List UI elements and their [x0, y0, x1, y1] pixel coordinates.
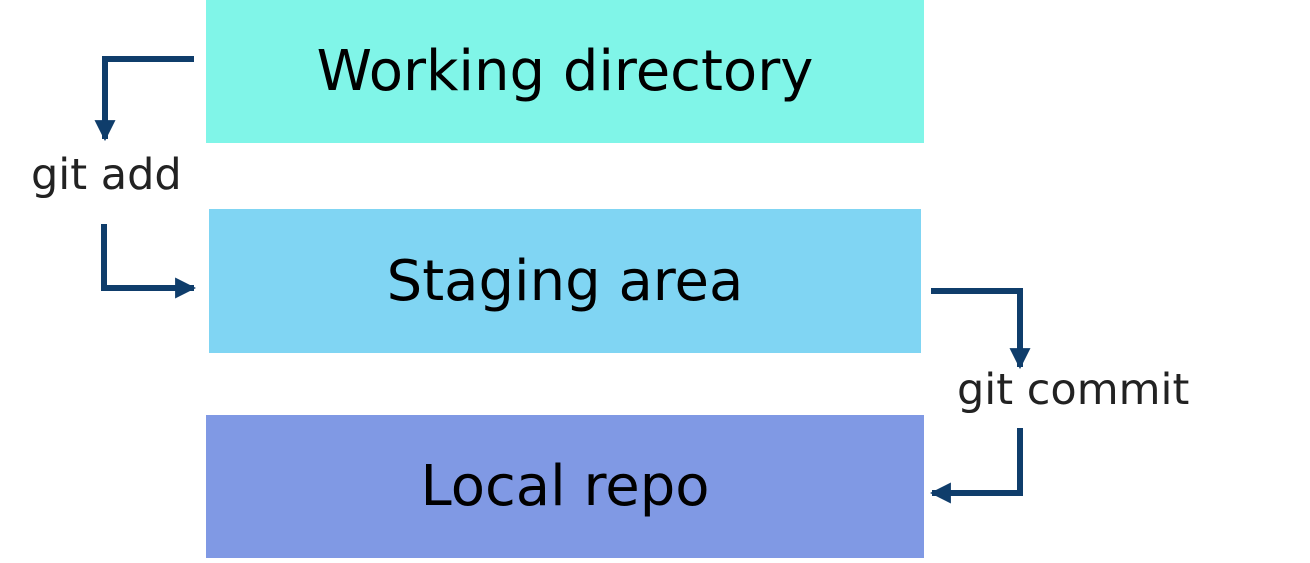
local-repo-box: Local repo [206, 415, 924, 558]
arrow-working-to-add [94, 56, 194, 142]
staging-area-box: Staging area [209, 209, 921, 353]
working-directory-label: Working directory [316, 39, 814, 104]
local-repo-label: Local repo [420, 454, 710, 519]
working-directory-box: Working directory [206, 0, 924, 143]
git-commit-label: git commit [957, 365, 1190, 415]
arrow-commit-to-local [929, 428, 1023, 504]
git-add-label: git add [31, 150, 182, 200]
arrow-add-to-staging [101, 224, 197, 299]
staging-area-label: Staging area [386, 248, 744, 314]
arrow-staging-to-commit [931, 288, 1031, 370]
